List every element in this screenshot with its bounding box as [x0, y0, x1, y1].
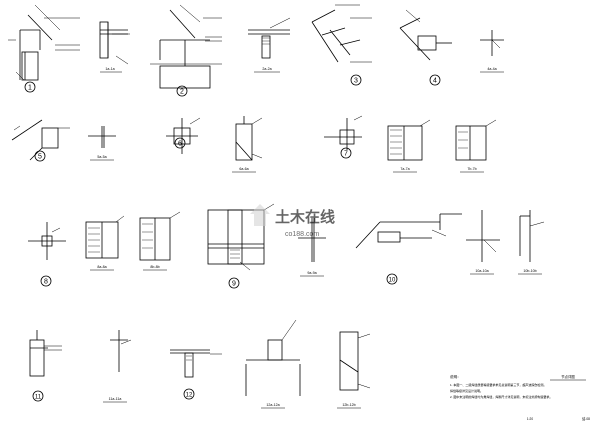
detail-2: 2: [150, 4, 222, 97]
detail-9-number: 9: [232, 281, 236, 288]
general-notes: 说明： 1. 本图一、二级焊缝质量等级要求参见总说明第三节，超声波探伤检测。 焊…: [450, 374, 552, 399]
detail-12-number-circle: [183, 388, 195, 400]
detail-8: 8: [28, 222, 66, 287]
section-11a: 11a-11a: [103, 330, 132, 403]
detail-4-number: 4: [433, 78, 437, 85]
detail-5-number: 5: [38, 154, 42, 161]
detail-2-number: 2: [180, 89, 184, 96]
detail-3: 3: [311, 4, 372, 86]
section-9a-label: 9a-9a: [307, 271, 316, 275]
section-12b-label: 12b-12b: [342, 403, 355, 407]
notes-line-1: 1. 本图一、二级焊缝质量等级要求参见总说明第三节，超声波探伤检测。: [450, 382, 546, 387]
section-7a: 7a-7a: [387, 119, 431, 173]
detail-11-number-circle: [32, 390, 44, 402]
section-8b: 8b-8b: [139, 211, 181, 271]
section-12a: 12a-12a: [245, 319, 301, 409]
section-1a: 1a-1a: [99, 21, 130, 73]
section-7a-label: 7a-7a: [400, 167, 409, 171]
section-1a-label: 1a-1a: [105, 67, 114, 71]
sheet-number: 结-08: [582, 416, 590, 421]
detail-11-number: 11: [35, 395, 42, 401]
section-8a-label: 8a-8a: [97, 265, 106, 269]
detail-12: 12: [170, 349, 222, 400]
detail-6-number: 6: [178, 141, 182, 148]
detail-2-number-circle: [176, 85, 188, 97]
detail-3-number: 3: [354, 78, 358, 85]
watermark: 土木在线 co188.com: [250, 204, 335, 238]
drawing-name: 节点详图: [561, 374, 575, 379]
detail-4: 4: [399, 9, 452, 86]
notes-line-2: 焊缝等级详见设计说明。: [450, 388, 483, 393]
section-4a: 4a-4a: [480, 30, 504, 73]
detail-7-number-circle: [340, 147, 352, 159]
notes-line-3: 2. 图中未注明的焊缝均为角焊缝，焊脚尺寸详见说明，未标注处按构造要求。: [450, 394, 552, 399]
notes-heading: 说明：: [450, 374, 461, 379]
detail-5-number-circle: [34, 150, 46, 162]
detail-7-number: 7: [344, 151, 348, 158]
section-5a: 5a-5a: [88, 126, 116, 161]
detail-6: 6: [166, 117, 201, 154]
section-8b-label: 8b-8b: [150, 265, 159, 269]
watermark-logo-icon: [250, 204, 270, 226]
section-5a-label: 5a-5a: [97, 155, 106, 159]
detail-9: 9: [207, 203, 275, 289]
detail-8-number: 8: [44, 279, 48, 286]
scale: 1:20: [527, 417, 533, 421]
watermark-brand: 土木在线: [275, 208, 335, 226]
detail-9-number-circle: [228, 277, 240, 289]
detail-5: 5: [11, 119, 70, 162]
watermark-url: co188.com: [285, 231, 319, 238]
detail-4-number-circle: [429, 74, 441, 86]
section-6a-label: 6a-6a: [239, 167, 248, 171]
section-2a: 2a-2a: [248, 17, 291, 73]
section-7b-label: 7b-7b: [467, 167, 476, 171]
detail-1-number: 1: [28, 85, 32, 92]
detail-11: 11: [29, 330, 62, 402]
section-4a-label: 4a-4a: [487, 67, 496, 71]
detail-12-number: 12: [186, 393, 193, 399]
section-11a-label: 11a-11a: [109, 397, 122, 401]
section-7b: 7b-7b: [455, 119, 497, 173]
detail-1: 1: [8, 4, 80, 93]
section-6a: 6a-6a: [232, 116, 263, 173]
detail-7: 7: [324, 115, 363, 159]
detail-10-number: 10: [389, 278, 396, 284]
section-2a-label: 2a-2a: [262, 67, 271, 71]
detail-6-number-circle: [174, 137, 186, 149]
detail-8-number-circle: [40, 275, 52, 287]
section-10a: 10a-10a: [466, 210, 500, 275]
detail-1-number-circle: [24, 81, 36, 93]
detail-10-number-circle: [386, 273, 398, 285]
detail-10: 10: [355, 213, 462, 285]
section-12b: 12b-12b: [337, 331, 371, 409]
title-block: 节点详图 1:20 结-08: [527, 374, 590, 421]
section-9a: 9a-9a: [298, 218, 326, 277]
section-10a-label: 10a-10a: [475, 269, 488, 273]
section-12a-label: 12a-12a: [266, 403, 279, 407]
detail-3-number-circle: [350, 74, 362, 86]
section-8a: 8a-8a: [85, 215, 125, 271]
section-10b: 10b-10b: [518, 210, 545, 275]
section-10b-label: 10b-10b: [523, 269, 536, 273]
